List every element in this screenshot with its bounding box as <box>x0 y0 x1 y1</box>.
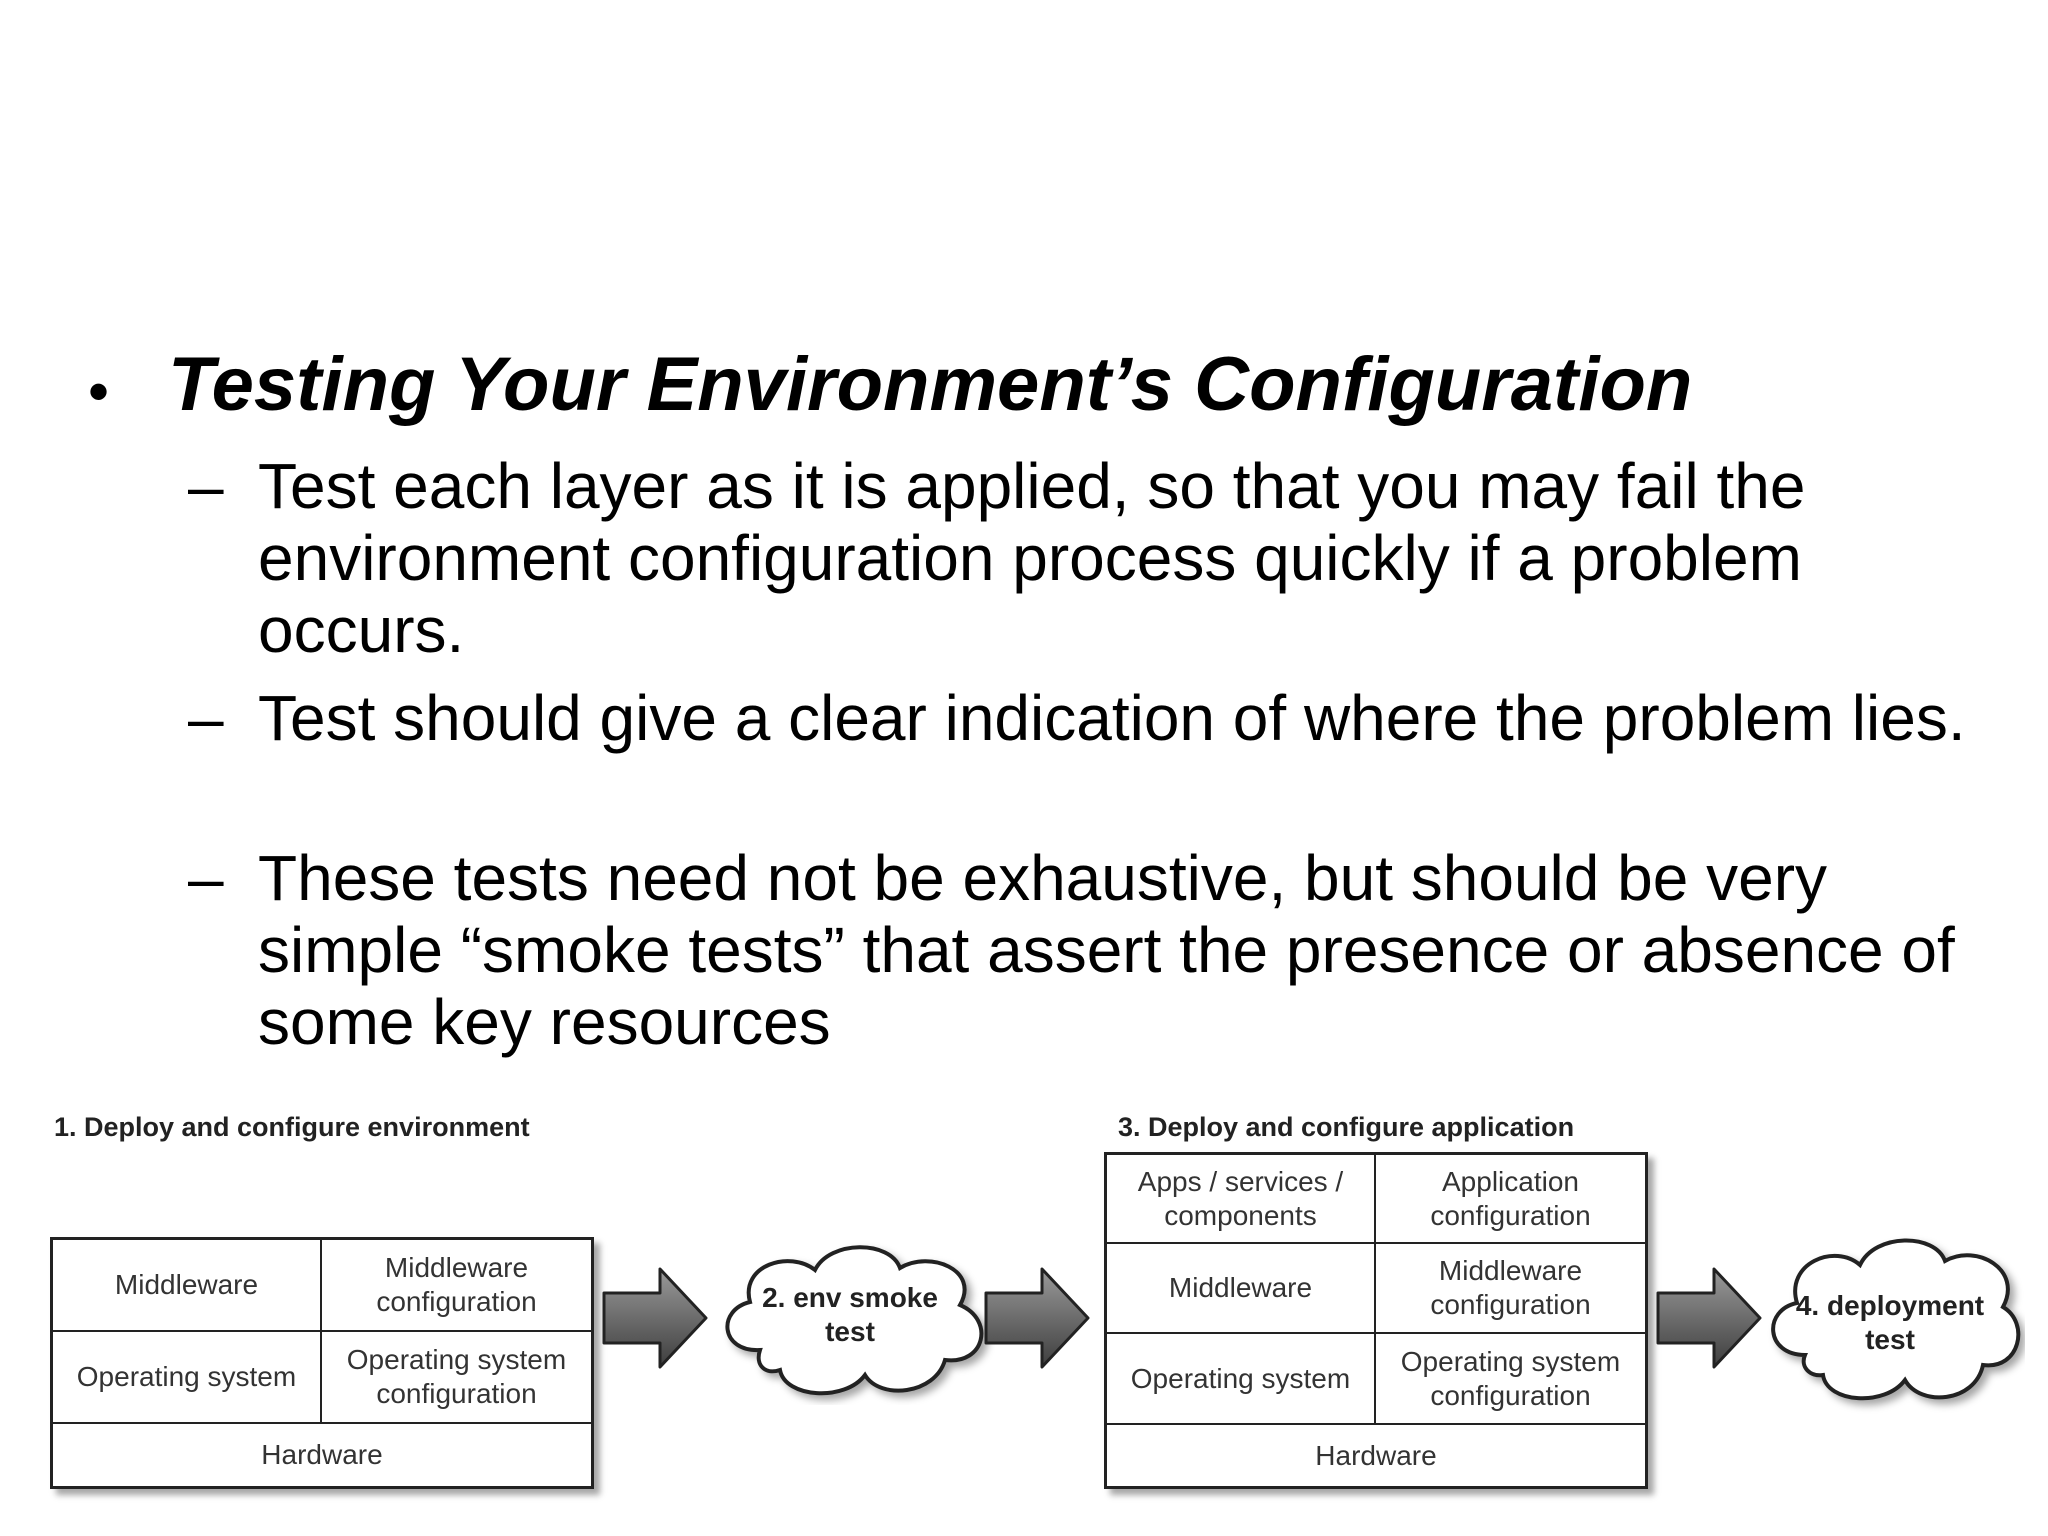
arrow-right-icon <box>602 1267 708 1369</box>
step3-os: Operating system <box>1107 1334 1376 1425</box>
arrow-right-icon <box>1656 1267 1762 1369</box>
slide-heading: Testing Your Environment’s Configuration <box>168 342 1693 427</box>
sub-bullet-text: These tests need not be exhaustive, but … <box>258 842 1955 1058</box>
step1-middleware: Middleware <box>53 1240 322 1332</box>
dash-icon: – <box>188 682 224 754</box>
step1-hardware: Hardware <box>261 1439 383 1470</box>
step3-apps: Apps / services / components <box>1107 1155 1376 1244</box>
pipeline-diagram: 1. Deploy and configure environment Midd… <box>40 1100 2030 1520</box>
step3-application-stack: Apps / services / components Application… <box>1104 1152 1648 1489</box>
step1-os-config: Operating system configuration <box>322 1332 591 1424</box>
step3-hardware: Hardware <box>1315 1439 1437 1471</box>
arrow-right-icon <box>984 1267 1090 1369</box>
step3-app-config: Application configuration <box>1376 1155 1645 1244</box>
step3-os-config: Operating system configuration <box>1376 1334 1645 1425</box>
sub-bullet-text: Test each layer as it is applied, so tha… <box>258 450 1806 666</box>
step4-label: 4. deployment test <box>1795 1289 1985 1355</box>
smoke-test-cloud-icon <box>725 1245 984 1396</box>
step1-os: Operating system <box>53 1332 322 1424</box>
step3-middleware-config: Middleware configuration <box>1376 1244 1645 1334</box>
sub-bullet-text: Test should give a clear indication of w… <box>258 682 1966 754</box>
dash-icon: – <box>188 450 224 522</box>
deployment-test-cloud-icon <box>1771 1238 2021 1401</box>
bullet-dot-icon: • <box>88 358 110 425</box>
step3-caption: 3. Deploy and configure application <box>1118 1112 1575 1142</box>
step3-middleware: Middleware <box>1107 1244 1376 1334</box>
step2-label: 2. env smoke test <box>762 1282 938 1347</box>
step1-environment-stack: Middleware Middleware configuration Oper… <box>50 1237 594 1489</box>
step1-middleware-config: Middleware configuration <box>322 1240 591 1332</box>
step1-caption: 1. Deploy and configure environment <box>54 1112 530 1142</box>
dash-icon: – <box>188 842 224 914</box>
